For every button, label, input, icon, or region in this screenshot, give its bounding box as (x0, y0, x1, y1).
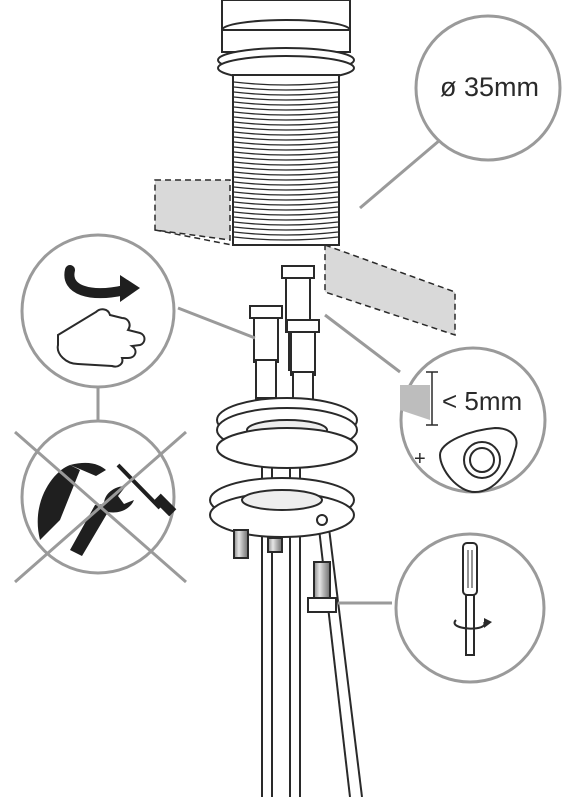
thread-line (233, 81, 339, 86)
screwdriver-icon (453, 542, 492, 656)
flexible-hoses (249, 265, 363, 797)
countertop (154, 179, 456, 337)
thread-line (233, 221, 339, 226)
gap-label: < 5mm (442, 386, 523, 416)
thread-line (233, 171, 339, 176)
thread-line (233, 226, 339, 231)
diameter-label: ø 35mm (440, 72, 540, 102)
thread-line (233, 231, 339, 236)
no-tools-icon (14, 430, 187, 584)
mounting-nut (209, 477, 355, 559)
diameter-callout (414, 14, 562, 162)
threaded-shank (232, 74, 340, 246)
callout-lines (96, 138, 441, 605)
plus-label: + (414, 448, 426, 470)
thread-line (233, 191, 339, 196)
thread-line (233, 121, 339, 126)
thread-line (233, 201, 339, 206)
thread-line (233, 151, 339, 156)
thread-line (233, 116, 339, 121)
thread-line (233, 126, 339, 131)
thread-line (233, 166, 339, 171)
thread-line (233, 216, 339, 221)
thread-line (233, 146, 339, 151)
thread-line (233, 96, 339, 101)
thread-line (233, 156, 339, 161)
hand-tighten-icon (56, 265, 146, 368)
thread-line (233, 206, 339, 211)
gap-measure-icon (400, 371, 438, 426)
thread-line (233, 86, 339, 91)
thread-line (233, 186, 339, 191)
thread-line (233, 101, 339, 106)
thread-line (233, 181, 339, 186)
threaded-rod (307, 561, 337, 613)
thread-line (233, 136, 339, 141)
thread-line (233, 211, 339, 216)
thread-line (233, 106, 339, 111)
thread-line (233, 111, 339, 116)
thread-line (233, 131, 339, 136)
thread-line (233, 236, 339, 241)
thread-line (233, 196, 339, 201)
thread-line (233, 176, 339, 181)
thread-line (233, 161, 339, 166)
triangular-washer-icon (438, 426, 518, 494)
no-tools-callout (20, 419, 176, 575)
flange-washer (216, 397, 358, 469)
thread-line (233, 91, 339, 96)
thread-line (233, 141, 339, 146)
tap-cap (217, 0, 355, 81)
